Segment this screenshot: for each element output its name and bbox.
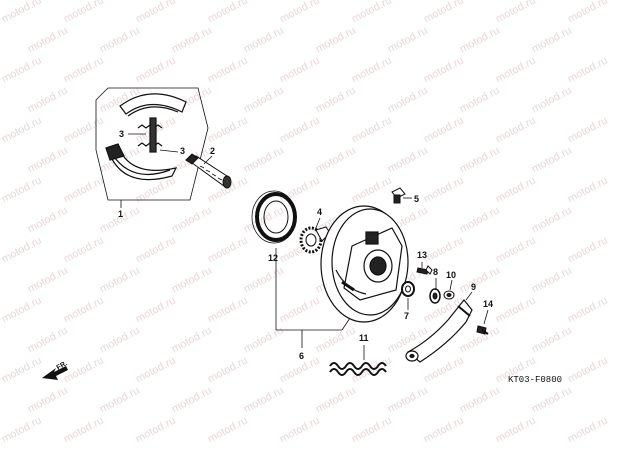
- diagram-code: KT03-F0800: [508, 375, 562, 385]
- callout-4: 4: [317, 207, 322, 217]
- front-direction-arrow: FR.: [42, 360, 69, 380]
- dust-seal: [251, 190, 297, 244]
- pin-10: [443, 290, 455, 300]
- brake-arm: [405, 299, 473, 363]
- callout-6: 6: [299, 351, 304, 361]
- washer-8: [429, 288, 441, 304]
- callout-7: 7: [404, 311, 409, 321]
- callout-13: 13: [417, 250, 427, 260]
- bolt-14: [476, 325, 489, 335]
- callout-12: 12: [268, 253, 278, 263]
- bolt-5: [391, 187, 406, 204]
- brake-panel: [320, 205, 409, 323]
- washer-7: [401, 281, 415, 297]
- callout-5: 5: [414, 194, 419, 204]
- return-spring: [329, 362, 387, 376]
- callout-14: 14: [483, 299, 493, 309]
- brake-shoe-assembly: [95, 87, 209, 201]
- callout-9: 9: [471, 282, 476, 292]
- callout-2: 2: [210, 146, 215, 156]
- callout-3-upper: 3: [119, 129, 124, 139]
- brake-cam: [185, 153, 232, 189]
- callout-3-lower: 3: [180, 146, 185, 156]
- direction-label: FR.: [56, 360, 69, 372]
- callout-11: 11: [359, 333, 369, 343]
- callout-1: 1: [118, 209, 123, 219]
- callout-10: 10: [446, 270, 456, 280]
- leader-lines: [120, 133, 489, 360]
- bolt-13: [416, 265, 433, 275]
- callout-8: 8: [433, 267, 438, 277]
